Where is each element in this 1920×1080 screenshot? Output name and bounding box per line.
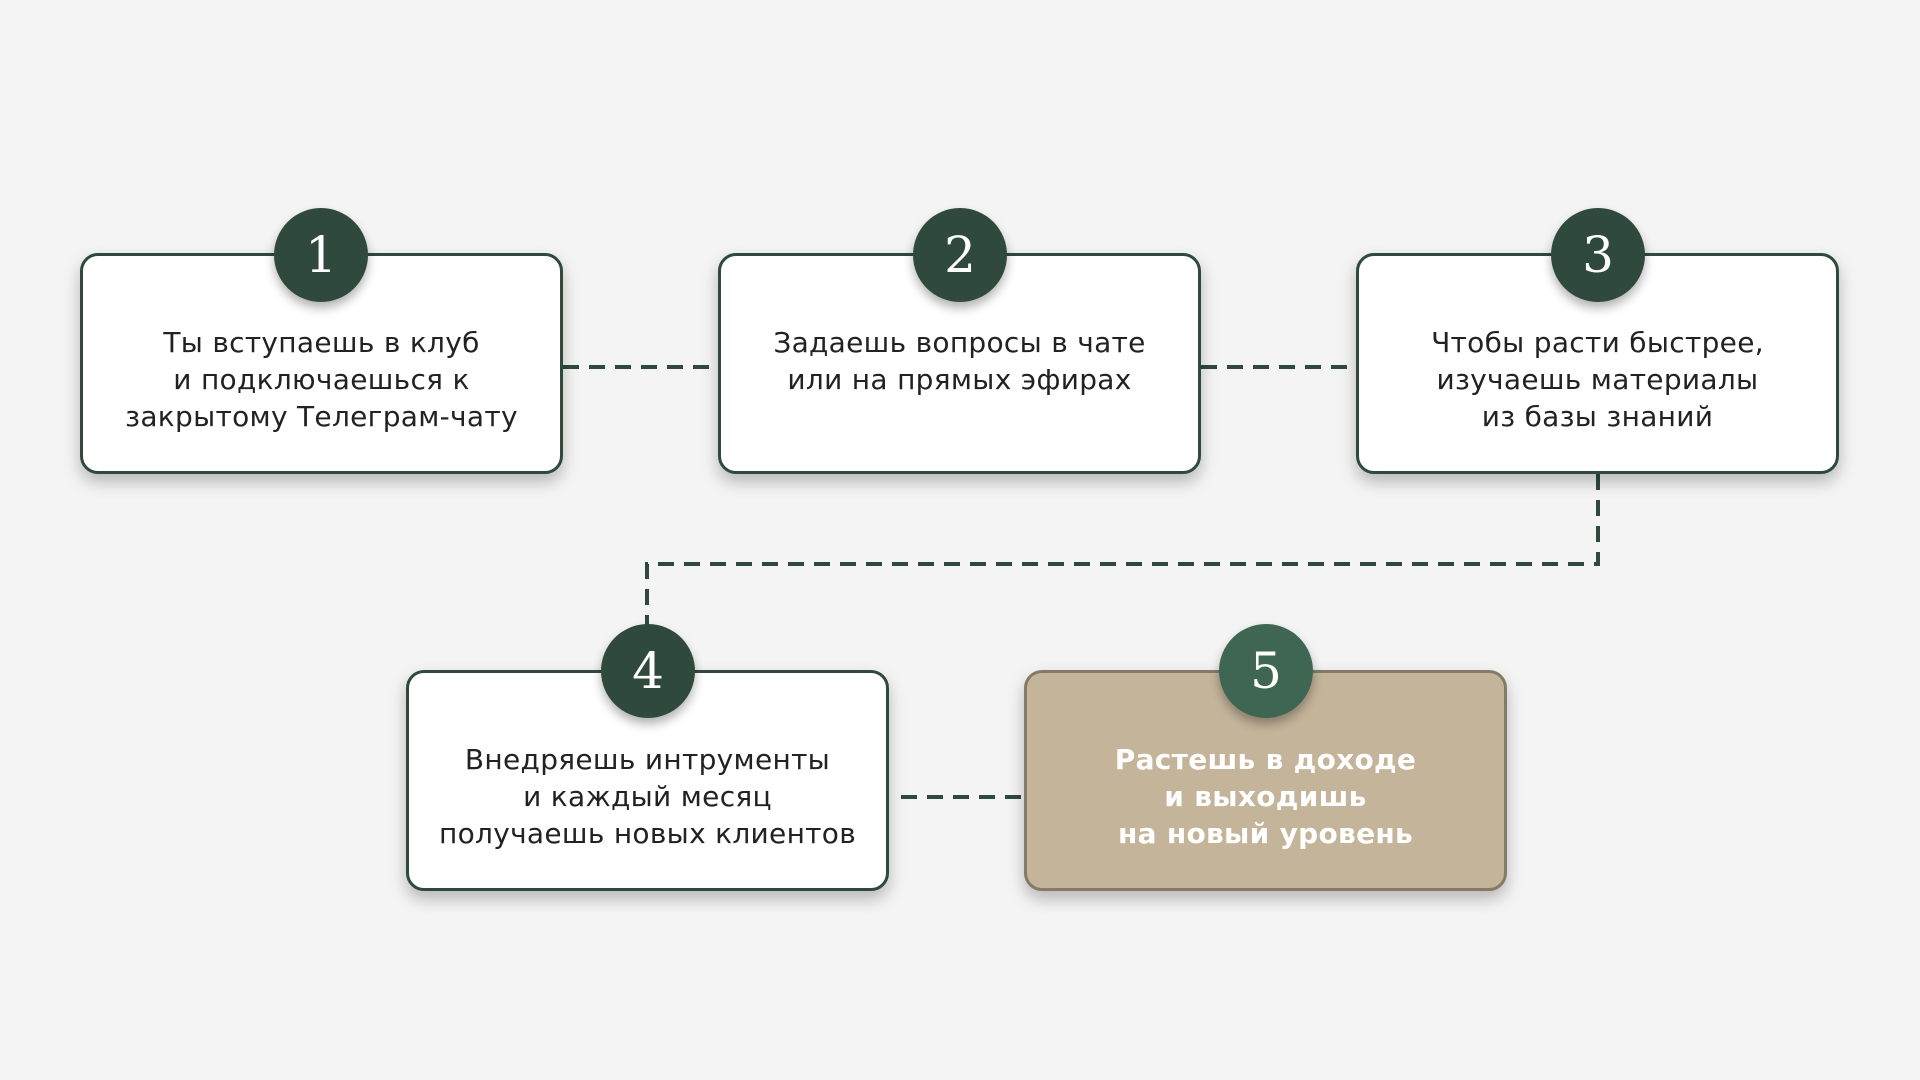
- step-text: Задаешь вопросы в чате или на прямых эфи…: [773, 326, 1146, 396]
- step-number-badge: 3: [1551, 208, 1645, 302]
- step-number-badge: 1: [274, 208, 368, 302]
- step-number-badge: 5: [1219, 624, 1313, 718]
- step-text: Растешь в доходе и выходишь на новый уро…: [1114, 743, 1417, 850]
- step-text: Внедряешь интрументы и каждый месяц полу…: [438, 743, 857, 850]
- step-text: Ты вступаешь в клуб и подключаешься к за…: [125, 326, 518, 433]
- step-card-3: Чтобы расти быстрее, изучаешь материалы …: [1356, 253, 1839, 474]
- step-card-1: Ты вступаешь в клуб и подключаешься к за…: [80, 253, 563, 474]
- connector-3-4: [645, 474, 1600, 625]
- step-text: Чтобы расти быстрее, изучаешь материалы …: [1431, 326, 1764, 433]
- step-number-badge: 4: [601, 624, 695, 718]
- step-number-badge: 2: [913, 208, 1007, 302]
- step-card-5: Растешь в доходе и выходишь на новый уро…: [1024, 670, 1507, 891]
